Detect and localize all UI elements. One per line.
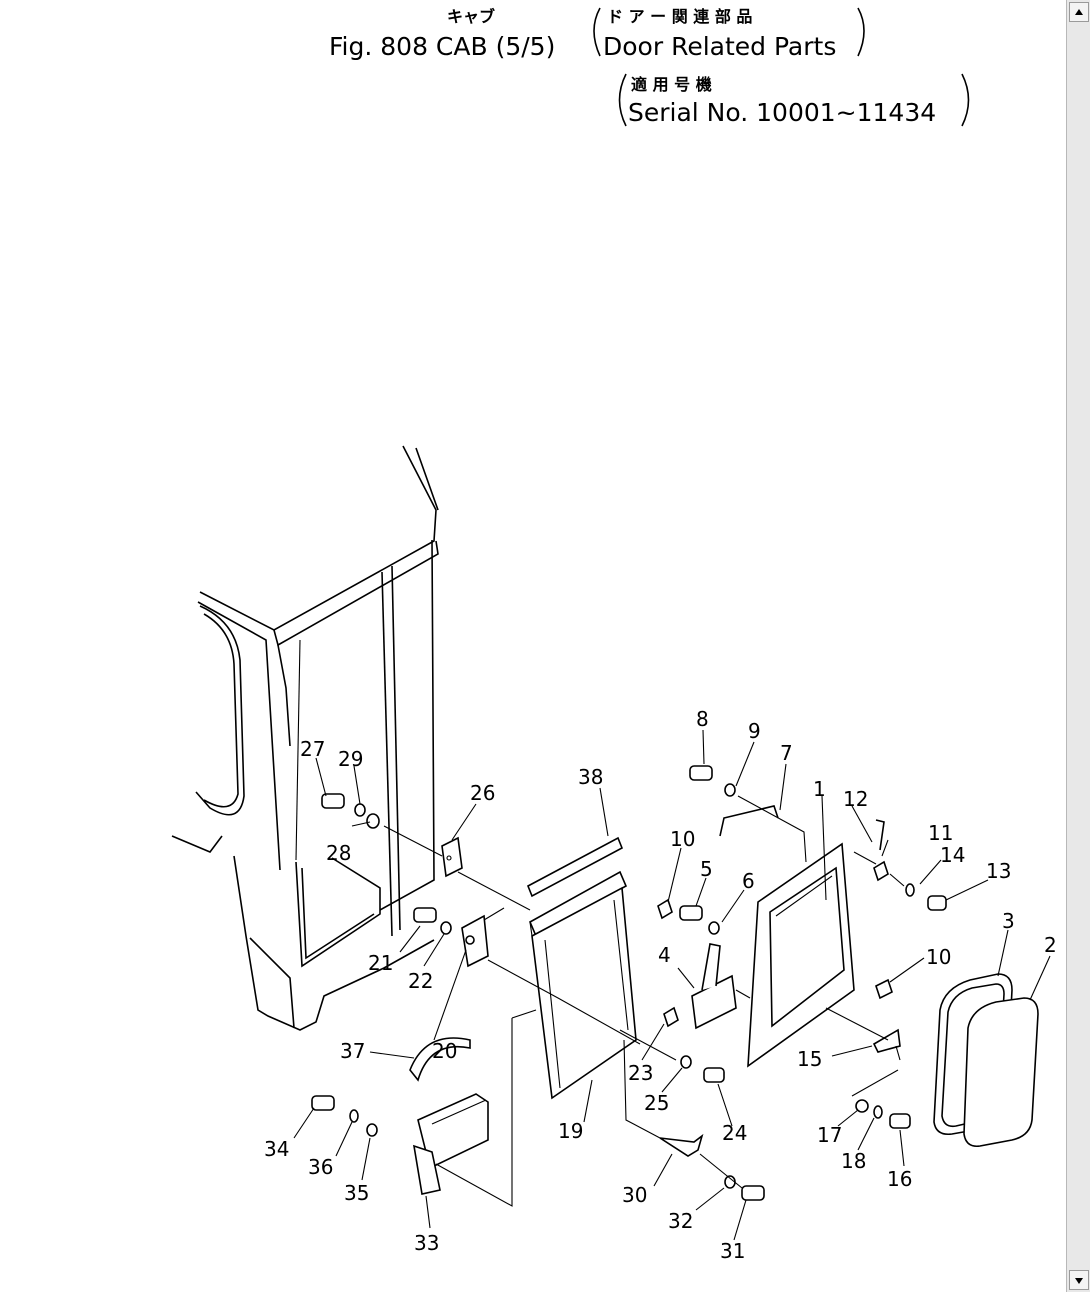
- part-22-washer: [440, 921, 452, 935]
- part-13-bolt: [927, 895, 947, 911]
- callout-7: 7: [780, 741, 793, 765]
- part-26-hinge: [441, 836, 463, 878]
- part-14-washer: [905, 883, 915, 897]
- callout-2: 2: [1044, 933, 1057, 957]
- arrow-down-icon: [1075, 1278, 1083, 1284]
- parts-diagram: キャブ Fig. 808 CAB (5/5) ド ア ー 関 連 部 品 Doo…: [171, 7, 1057, 1263]
- paren-right: [857, 7, 865, 57]
- vertical-scrollbar[interactable]: [1066, 0, 1090, 1292]
- callout-35: 35: [344, 1181, 369, 1205]
- callout-31: 31: [720, 1239, 745, 1263]
- callout-15: 15: [797, 1047, 822, 1071]
- part-17-washer: [855, 1099, 869, 1113]
- callout-16: 16: [887, 1167, 912, 1191]
- callout-25: 25: [644, 1091, 669, 1115]
- part-28-washer: [366, 813, 380, 829]
- part-18-spring-washer: [873, 1105, 883, 1119]
- callout-19: 19: [558, 1119, 583, 1143]
- callout-32: 32: [668, 1209, 693, 1233]
- part-21-bolt: [413, 907, 437, 923]
- callout-18: 18: [841, 1149, 866, 1173]
- part-33-bracket: [412, 1093, 489, 1195]
- callout-13: 13: [986, 859, 1011, 883]
- callout-4: 4: [658, 943, 671, 967]
- callout-38: 38: [578, 765, 603, 789]
- callout-9: 9: [748, 719, 761, 743]
- callout-37: 37: [340, 1039, 365, 1063]
- callout-34: 34: [264, 1137, 289, 1161]
- arrow-up-icon: [1075, 9, 1083, 15]
- part-31-bolt: [741, 1185, 765, 1201]
- leader-lines: [293, 729, 1051, 1241]
- assembly-lines: [383, 795, 905, 1207]
- part-8-bolt: [689, 765, 713, 781]
- part-23-clip: [663, 1006, 679, 1028]
- callout-10-upper: 10: [670, 827, 695, 851]
- paren-left: [593, 7, 601, 57]
- part-10-clip-upper: [657, 898, 673, 920]
- part-35-washer: [366, 1123, 378, 1137]
- callout-5: 5: [700, 857, 713, 881]
- part-19-door-panel: [528, 870, 637, 1100]
- part-30-handle: [659, 1133, 704, 1157]
- callout-17: 17: [817, 1123, 842, 1147]
- callout-8: 8: [696, 707, 709, 731]
- part-2-glass: [963, 997, 1039, 1148]
- callout-33: 33: [414, 1231, 439, 1255]
- title-jp-cab: キャブ: [447, 7, 495, 26]
- callout-20: 20: [432, 1039, 457, 1063]
- part-10-clip-lower: [875, 978, 893, 1000]
- part-27-bolt: [321, 793, 345, 809]
- title-jp-serial: 適 用 号 機: [631, 75, 712, 94]
- part-11-pin: [875, 819, 885, 851]
- figure-subtitle: Door Related Parts: [603, 32, 836, 61]
- paren-left-serial: [618, 73, 627, 127]
- part-16-bolt: [889, 1113, 911, 1129]
- scroll-down-button[interactable]: [1069, 1270, 1089, 1290]
- callout-10-lower: 10: [926, 945, 951, 969]
- callout-12: 12: [843, 787, 868, 811]
- part-37-clamp: [409, 1037, 471, 1082]
- callout-1: 1: [813, 777, 826, 801]
- callout-26: 26: [470, 781, 495, 805]
- part-15-stopper: [872, 1028, 901, 1053]
- figure-title: Fig. 808 CAB (5/5): [329, 32, 555, 61]
- callout-23: 23: [628, 1061, 653, 1085]
- callout-22: 22: [408, 969, 433, 993]
- callout-labels: 1 2 3 4 5 6 7 8 9 10 10 11 12 13 14 15 1…: [264, 707, 1057, 1263]
- paren-right-serial: [961, 73, 970, 127]
- part-25-washer: [680, 1055, 692, 1069]
- part-1-window-frame: [747, 842, 855, 1068]
- part-38-strip: [526, 836, 624, 898]
- part-6-washer: [708, 921, 720, 935]
- scroll-up-button[interactable]: [1069, 2, 1089, 22]
- serial-range: Serial No. 10001~11434: [628, 98, 936, 127]
- part-29-spring-washer: [354, 803, 366, 817]
- part-24-bolt: [703, 1067, 725, 1083]
- callout-14: 14: [940, 843, 965, 867]
- part-12-plate: [873, 860, 889, 882]
- callout-3: 3: [1002, 909, 1015, 933]
- callout-30: 30: [622, 1183, 647, 1207]
- callout-28: 28: [326, 841, 351, 865]
- part-20-lock: [461, 907, 505, 968]
- part-4-latch: [691, 943, 737, 1030]
- callout-27: 27: [300, 737, 325, 761]
- callout-6: 6: [742, 869, 755, 893]
- title-jp-door: ド ア ー 関 連 部 品: [607, 7, 752, 26]
- part-34-bolt: [311, 1095, 335, 1111]
- part-9-washer: [724, 783, 736, 797]
- callout-29: 29: [338, 747, 363, 771]
- part-36-spring-washer: [349, 1109, 359, 1123]
- cab-body: [171, 445, 439, 1031]
- callout-24: 24: [722, 1121, 747, 1145]
- callout-21: 21: [368, 951, 393, 975]
- part-7-rod: [719, 805, 779, 837]
- callout-11: 11: [928, 821, 953, 845]
- part-5-bolt: [679, 905, 703, 921]
- callout-36: 36: [308, 1155, 333, 1179]
